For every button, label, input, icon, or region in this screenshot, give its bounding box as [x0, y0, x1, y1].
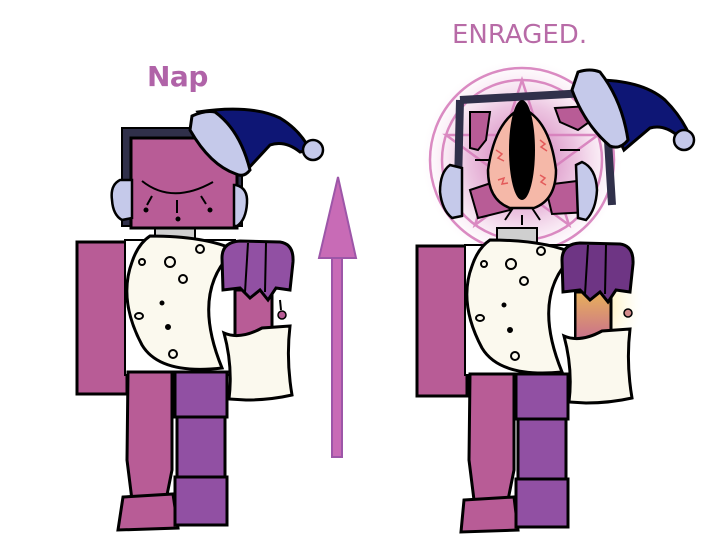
- nightcap-pompom: [301, 138, 325, 162]
- nap-character: [75, 107, 325, 532]
- left-leg: [125, 370, 174, 502]
- held-pillow: [221, 324, 294, 402]
- closed-eyes-icon: [141, 180, 214, 222]
- right-earmuff: [232, 183, 249, 228]
- up-arrow-icon: [317, 176, 358, 458]
- left-arm: [75, 240, 129, 396]
- nightcap-trim: [188, 110, 252, 177]
- right-leg-upper: [173, 370, 229, 419]
- eye-slit: [509, 100, 535, 200]
- left-earmuff: [110, 178, 134, 222]
- left-arm-enraged: [415, 244, 469, 398]
- pillow-dots: [134, 244, 205, 359]
- enraged-label: ENRAGED.: [452, 20, 588, 50]
- nap-label: Nap: [147, 60, 208, 93]
- right-sleeve: [220, 239, 295, 303]
- enraged-character: [415, 60, 696, 534]
- right-leg-foot: [173, 475, 229, 527]
- wrist-charm: [277, 310, 287, 320]
- right-leg-mid: [175, 415, 227, 479]
- left-foot: [116, 492, 180, 532]
